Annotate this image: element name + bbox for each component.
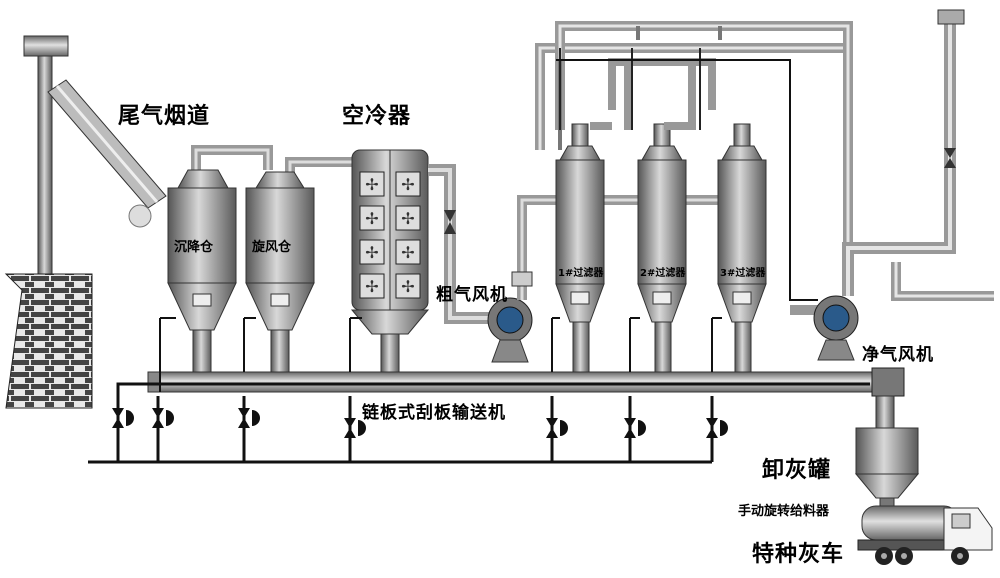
damper-disc-icon — [129, 205, 151, 227]
filter-3-label: 3#过滤器 — [720, 264, 765, 279]
svg-text:✢: ✢ — [365, 243, 378, 262]
air-cooler: ✢ ✢ ✢ ✢ ✢ ✢ ✢ ✢ — [352, 150, 428, 372]
ash-tank-label: 卸灰罐 — [762, 452, 831, 484]
filter-1-label: 1#过滤器 — [558, 264, 603, 279]
ash-truck-label: 特种灰车 — [752, 536, 844, 568]
filter-3 — [718, 124, 766, 372]
svg-text:✢: ✢ — [365, 277, 378, 296]
filter-2 — [638, 124, 686, 372]
exhaust-flue-label: 尾气烟道 — [118, 98, 210, 130]
crude-fan-label: 粗气风机 — [436, 280, 508, 305]
settling-bin-label: 沉降仓 — [174, 236, 213, 255]
svg-text:✢: ✢ — [401, 243, 414, 262]
ash-unloading-tank — [856, 428, 918, 508]
air-cooler-label: 空冷器 — [342, 98, 411, 130]
svg-text:✢: ✢ — [365, 175, 378, 194]
svg-text:✢: ✢ — [365, 209, 378, 228]
ash-truck — [858, 506, 992, 565]
svg-text:✢: ✢ — [401, 209, 414, 228]
filter-1 — [556, 124, 604, 372]
cyclone-bin — [246, 172, 314, 372]
clean-fan — [814, 10, 994, 360]
conveyor-label: 链板式刮板输送机 — [362, 398, 506, 423]
filter-2-label: 2#过滤器 — [640, 264, 685, 279]
cyclone-bin-label: 旋风仓 — [252, 236, 291, 255]
rotary-feeder-label: 手动旋转给料器 — [738, 500, 829, 519]
crude-fan — [488, 200, 750, 362]
svg-text:✢: ✢ — [401, 175, 414, 194]
scraper-conveyor — [118, 368, 904, 428]
settling-bin — [168, 170, 236, 372]
clean-fan-label: 净气风机 — [862, 340, 934, 365]
svg-text:✢: ✢ — [401, 277, 414, 296]
